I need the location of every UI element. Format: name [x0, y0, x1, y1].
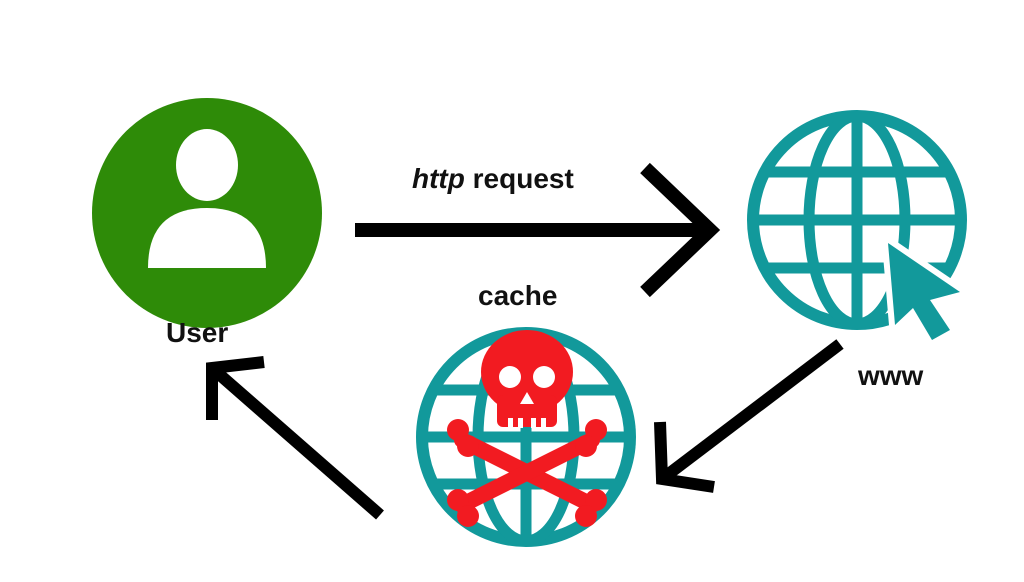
- skull-crossbones-icon: [447, 330, 607, 527]
- cache-label: cache: [478, 280, 558, 311]
- request-label: http request: [412, 163, 574, 195]
- www-label: www: [858, 360, 924, 391]
- request-word: request: [464, 163, 574, 194]
- globe-cursor-icon: [747, 110, 967, 346]
- poisoned-cache-globe-icon: [416, 327, 636, 547]
- response-arrow-to-cache: [654, 339, 844, 493]
- user-icon: [92, 98, 322, 328]
- user-label: User: [166, 317, 229, 348]
- response-arrow-to-user: [206, 356, 384, 520]
- request-protocol: http: [412, 163, 465, 194]
- request-arrow: [355, 162, 721, 298]
